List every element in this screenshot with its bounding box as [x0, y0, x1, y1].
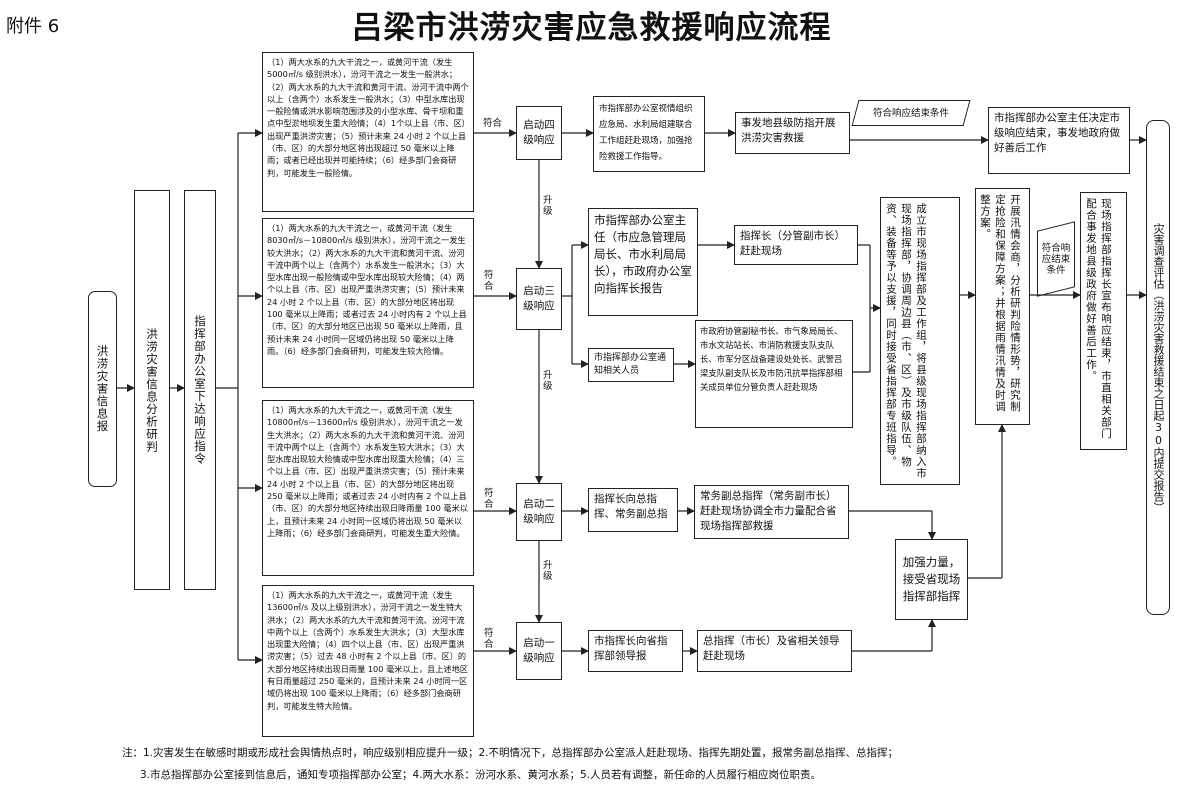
- condition-level3: （1）两大水系的九大干流之一，或黄河干流（发生 8030㎡/s－10800㎡/s…: [262, 218, 474, 388]
- condition-level2: （1）两大水系的九大干流之一，或黄河干流（发生 10800㎡/s－13600㎡/…: [262, 400, 474, 576]
- l2-deputy-box: 常务副总指挥（常务副市长）赶赴现场协调全市力量配合省现场指挥部救援: [694, 485, 849, 539]
- upgrade-label-2: 升级: [543, 370, 553, 392]
- l3-commander-box: 指挥长（分管副市长）赶赴现场: [734, 225, 858, 265]
- l3-officials-box: 市政府协管副秘书长、市气象局局长、市水文站站长、市消防救援支队支队长、市军分区战…: [695, 320, 853, 428]
- note-line-2: 3.市总指挥部办公室接到信息后，通知专项指挥部办公室；4.两大水系：汾河水系、黄…: [140, 769, 822, 781]
- match-label-3: 符合: [484, 270, 494, 292]
- start-level4-box: 启动四级响应: [516, 106, 562, 160]
- end-condition-text: 符合响应结束条件: [872, 107, 949, 119]
- l1-chief-box: 总指挥（市长）及省相关领导赶赴现场: [697, 630, 852, 672]
- start-level1-box: 启动一级响应: [516, 622, 562, 680]
- establish-command-text: 成立市现场指挥部及工作组，将县级现场指挥部纳入市现场指挥部，协调周边县（市、区）…: [885, 203, 927, 479]
- l1-report-box: 市指挥长向省指挥部领导报: [588, 630, 683, 672]
- issue-order-box: 指挥部办公室下达响应指令: [184, 190, 216, 590]
- match-label-4: 符合: [483, 118, 503, 129]
- upgrade-label-3: 升级: [543, 560, 553, 582]
- l3-notify-box: 市指挥部办公室通知相关人员: [588, 348, 674, 382]
- note-line-1: 注：1.灾害发生在敏感时期或形成社会舆情热点时，响应级别相应提升一级；2.不明情…: [122, 747, 899, 759]
- l2-report-box: 指挥长向总指挥、常务副总指: [588, 488, 678, 532]
- disaster-assessment-box: 灾害调查评估（洪涝灾害救援结束之日起30内提交报告）: [1146, 120, 1170, 615]
- rescue-meeting-text: 开展汛情会商，分析研判险情形势，研究制定抢险和保障方案；并根据雨情汛情及时调整方…: [979, 194, 1021, 413]
- l4-county-rescue-box: 事发地县级防指开展洪涝灾害救援: [735, 112, 850, 154]
- page-title: 吕梁市洪涝灾害应急救援响应流程: [351, 10, 832, 46]
- end-condition2-text: 符合响应结束条件: [1041, 242, 1071, 276]
- l4-joint-team-box: 市指挥部办公室视情组织应急局、水利局组建联合工作组赶赴现场，加强抢险救援工作指导…: [593, 96, 705, 172]
- establish-command-box: 成立市现场指挥部及工作组，将县级现场指挥部纳入市现场指挥部，协调周边县（市、区）…: [880, 197, 960, 485]
- info-analysis-box: 洪涝灾害信息分析研判: [134, 190, 170, 590]
- rescue-meeting-box: 开展汛情会商，分析研判险情形势，研究制定抢险和保障方案；并根据雨情汛情及时调整方…: [975, 188, 1030, 425]
- start-level2-box: 启动二级响应: [516, 483, 562, 541]
- l3-director-report-box: 市指挥部办公室主任（市应急管理局局长、市水利局局长），市政府办公室向指挥长报告: [588, 208, 698, 316]
- condition-level4: （1）两大水系的九大干流之一，或黄河干流（发生 5000㎡/s 级别洪水），汾河…: [262, 52, 474, 212]
- strengthen-force-box: 加强力量，接受省现场指挥部指挥: [895, 539, 968, 620]
- match-label-1: 符合: [484, 628, 494, 650]
- condition-level1: （1）两大水系的九大干流之一，或黄河干流（发生 13600㎡/s 及以上级别洪水…: [262, 585, 474, 737]
- upgrade-label-1: 升级: [543, 195, 553, 217]
- start-level3-box: 启动三级响应: [516, 268, 562, 330]
- l4-decide-end-box: 市指挥部办公室主任决定市级响应结束，事发地政府做好善后工作: [988, 107, 1130, 174]
- attachment-label: 附件 6: [6, 16, 60, 37]
- flood-info-report-box: 洪涝灾害信息报: [88, 291, 117, 487]
- onsite-end-text: 现场指挥部指挥长宣布响应结束，市直相关部门配合事发地县级政府做好善后工作。: [1085, 198, 1112, 440]
- match-label-2: 符合: [484, 488, 494, 510]
- onsite-end-box: 现场指挥部指挥长宣布响应结束，市直相关部门配合事发地县级政府做好善后工作。: [1080, 192, 1127, 450]
